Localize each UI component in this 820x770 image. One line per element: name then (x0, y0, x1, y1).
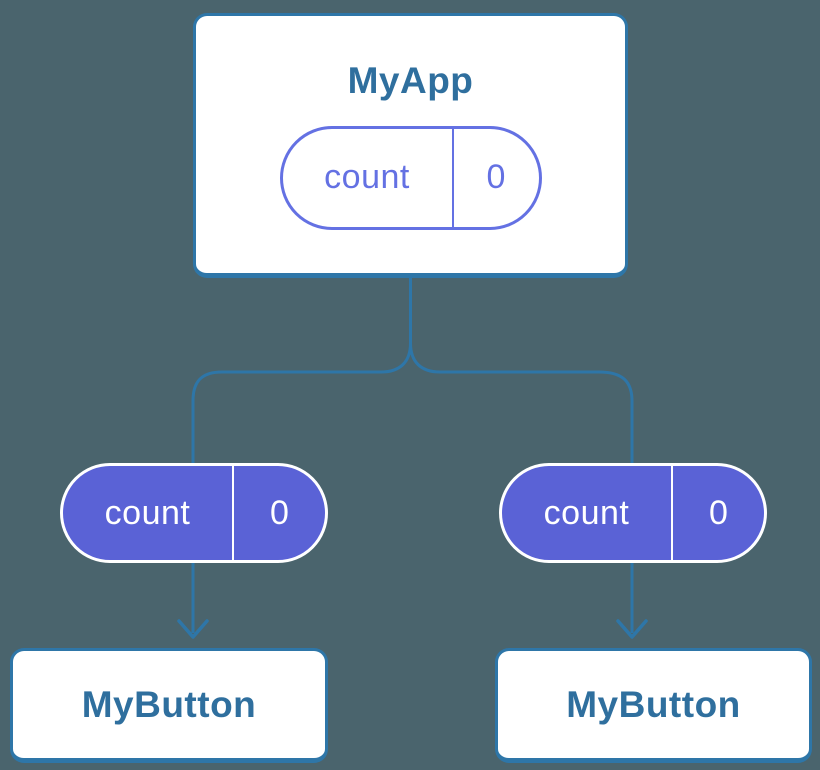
prop-key-label: count (543, 493, 630, 532)
right-branch-line (409, 342, 634, 633)
pill-divider (232, 466, 234, 560)
prop-value-label: 0 (709, 493, 728, 532)
right-mybutton-card: MyButton (495, 648, 812, 763)
prop-value-label: 0 (270, 493, 289, 532)
right-prop-pill: count 0 (499, 463, 767, 563)
left-mybutton-card: MyButton (10, 648, 328, 763)
left-arrowhead (177, 619, 209, 639)
left-branch-line (191, 342, 412, 633)
leaf-card-title: MyButton (566, 683, 741, 725)
root-card-title: MyApp (347, 59, 474, 101)
prop-key-label: count (104, 493, 191, 532)
myapp-card: MyApp count 0 (193, 13, 628, 278)
left-prop-pill: count 0 (60, 463, 328, 563)
state-value-label: 0 (486, 158, 506, 196)
leaf-card-title: MyButton (81, 683, 257, 725)
right-arrowhead (616, 619, 648, 639)
pill-divider (451, 128, 454, 227)
state-key-label: count (324, 158, 410, 196)
root-state-pill: count 0 (279, 125, 542, 230)
pill-divider (671, 466, 673, 560)
